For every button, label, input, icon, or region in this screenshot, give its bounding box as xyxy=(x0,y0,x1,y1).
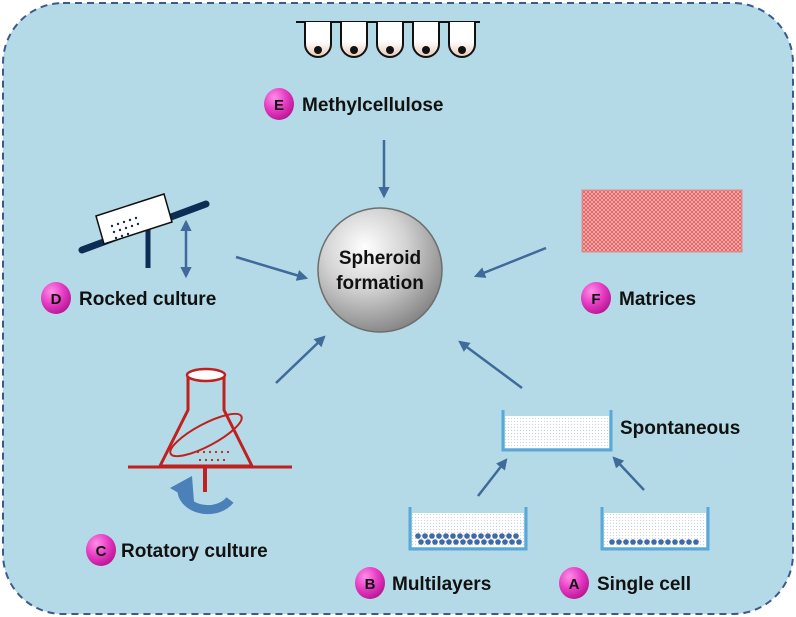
badge-B xyxy=(355,567,385,599)
label-multilayers: Multilayers xyxy=(392,574,491,595)
well-3 xyxy=(376,22,404,58)
badge-D xyxy=(41,282,71,314)
center-label-line1: Spheroid xyxy=(339,248,421,269)
spheroid-formation-node: Spheroid formation xyxy=(317,207,443,333)
badge-B-letter: B xyxy=(365,576,376,593)
arrow-B-to-spontaneous xyxy=(477,458,508,497)
badge-D-letter: D xyxy=(51,291,62,308)
arrow-spontaneous-to-center xyxy=(458,340,523,390)
rocked-culture-icon xyxy=(78,193,210,279)
arrow-C-to-center xyxy=(275,335,326,384)
center-label-line2: formation xyxy=(336,273,424,294)
label-single-cell: Single cell xyxy=(597,574,691,595)
single-cell-dish-icon xyxy=(600,507,710,551)
badge-C-letter: C xyxy=(96,543,107,560)
label-spontaneous: Spontaneous xyxy=(620,418,740,439)
badge-C xyxy=(86,534,116,566)
badge-E xyxy=(264,88,294,120)
label-matrices: Matrices xyxy=(619,289,696,310)
methylcellulose-wells-icon xyxy=(296,21,480,58)
method-C: C Rotatory culture xyxy=(86,534,268,566)
well-2 xyxy=(340,22,368,58)
well-1 xyxy=(304,22,332,58)
well-5 xyxy=(448,22,476,58)
arrows xyxy=(235,140,645,497)
well-4 xyxy=(412,22,440,58)
rotatory-culture-icon xyxy=(128,367,292,515)
arrow-F-to-center xyxy=(473,246,547,278)
method-E: E Methylcellulose xyxy=(264,88,444,120)
matrices-mesh-icon xyxy=(581,189,743,253)
badge-A-letter: A xyxy=(569,576,580,593)
arrow-D-to-center xyxy=(235,255,309,281)
label-methylcellulose: Methylcellulose xyxy=(302,95,444,116)
badge-F-letter: F xyxy=(591,291,600,308)
label-rocked-culture: Rocked culture xyxy=(79,289,216,310)
badge-A xyxy=(559,567,589,599)
spontaneous-dish-icon xyxy=(501,410,613,452)
multilayers-dish-icon xyxy=(408,507,528,551)
badge-E-letter: E xyxy=(274,97,284,114)
badge-F xyxy=(581,282,611,314)
method-B: B Multilayers xyxy=(355,567,491,599)
method-D: D Rocked culture xyxy=(41,282,216,314)
arrow-A-to-spontaneous xyxy=(612,456,645,491)
label-rotatory-culture: Rotatory culture xyxy=(121,541,268,562)
method-A: A Single cell xyxy=(559,567,691,599)
method-F: F Matrices xyxy=(581,282,696,314)
